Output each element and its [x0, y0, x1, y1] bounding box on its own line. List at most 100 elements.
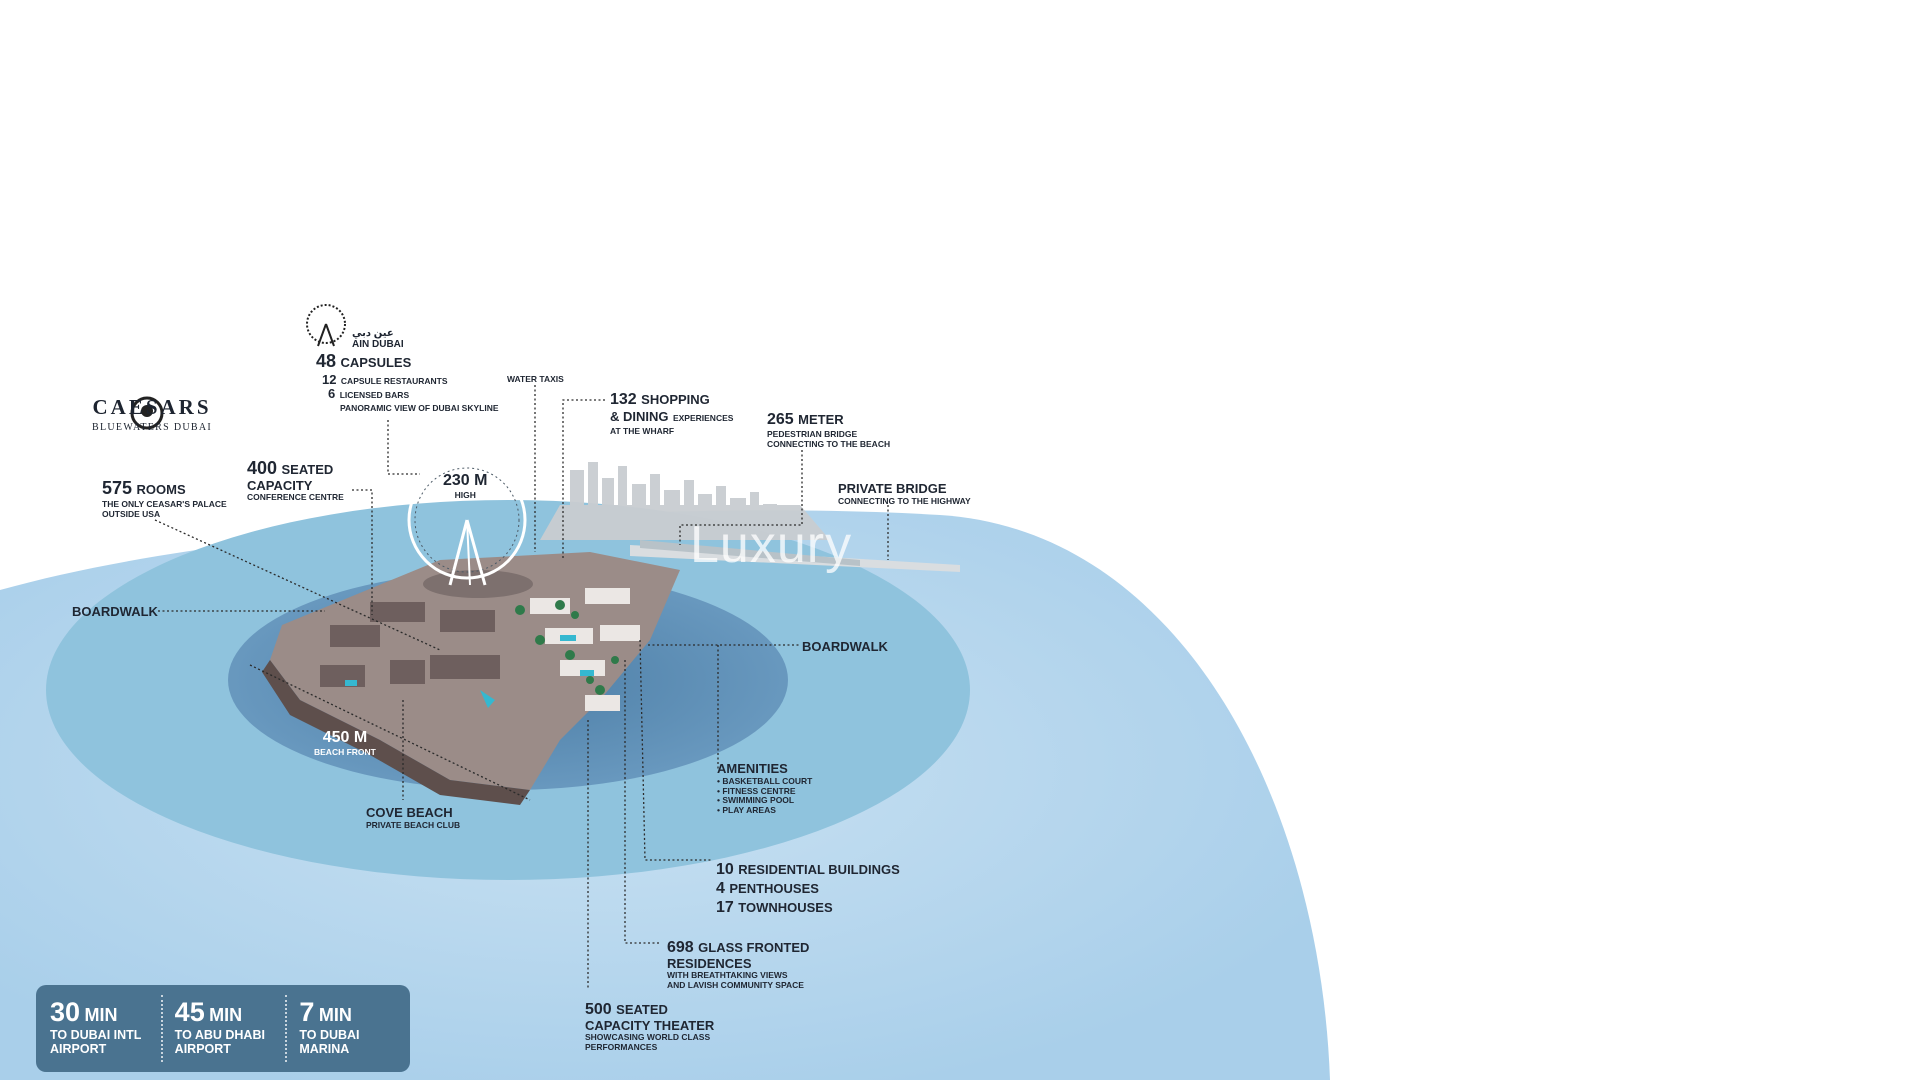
- bars-label: LICENSED BARS: [339, 390, 410, 400]
- penthouses-label: PENTHOUSES: [729, 881, 819, 897]
- bridge-length-number: 265: [767, 411, 794, 428]
- conference-sub: CONFERENCE CENTRE: [247, 492, 344, 503]
- watermark-text: Luxury: [690, 516, 853, 574]
- restaurants-label: CAPSULE RESTAURANTS: [340, 376, 448, 386]
- private-bridge-sub: CONNECTING TO THE HIGHWAY: [838, 495, 971, 506]
- boardwalk-left-label: BOARDWALK: [72, 604, 158, 619]
- wheel-height: 230 M HIGH: [443, 472, 488, 500]
- travel-time-line-2: MARINA: [299, 1041, 350, 1056]
- rooms-sub-2: OUTSIDE USA: [102, 508, 161, 519]
- conference-label-1: SEATED: [281, 462, 334, 477]
- travel-time-line-2: AIRPORT: [50, 1041, 107, 1056]
- theater-sub-1: SHOWCASING WORLD CLASS: [585, 1032, 711, 1043]
- island-cliff: [262, 660, 530, 805]
- restaurants-number: 12: [322, 372, 337, 387]
- amenity-item: • PLAY AREAS: [717, 805, 776, 816]
- shopping-label-2b: EXPERIENCES: [672, 412, 734, 423]
- bridge-length-label: METER: [798, 412, 844, 427]
- trees: [515, 600, 619, 695]
- residential-counts: 10 RESIDENTIAL BUILDINGS 4 PENTHOUSES 17…: [716, 860, 900, 918]
- glass-residences: 698 GLASS FRONTED RESIDENCES WITH BREATH…: [667, 939, 810, 991]
- buildings-number: 10: [716, 861, 734, 878]
- travel-time-line-1: TO ABU DHABI: [174, 1028, 265, 1042]
- residences-sub-2: AND LAVISH COMMUNITY SPACE: [667, 980, 804, 991]
- travel-time-airport-dubai: 30 MIN TO DUBAI INTL AIRPORT: [36, 985, 161, 1072]
- caesars-rooms: 575 ROOMS THE ONLY CEASAR'S PALACE OUTSI…: [102, 479, 227, 519]
- amenity-item: • BASKETBALL COURT: [717, 775, 813, 786]
- travel-time-unit: MIN: [84, 1005, 118, 1025]
- pedestrian-bridge: [640, 540, 860, 566]
- conference-label-2: CAPACITY: [247, 477, 313, 493]
- capsules-label: CAPSULES: [340, 355, 412, 370]
- residences-number: 698: [667, 939, 694, 956]
- amenity-item: • SWIMMING POOL: [717, 795, 795, 806]
- boardwalk-right-label: BOARDWALK: [802, 639, 888, 654]
- cove-beach-sub: PRIVATE BEACH CLUB: [366, 819, 461, 830]
- caesars-logo: CAESARS BLUEWATERS DUBAI: [92, 395, 212, 433]
- wheel-height-label: HIGH: [454, 489, 476, 500]
- shopping-label-2: & DINING: [610, 408, 669, 424]
- capsules-number: 48: [316, 351, 337, 371]
- ain-dubai-logo-text: عين دبي AIN DUBAI: [352, 328, 404, 350]
- amenities: AMENITIES • BASKETBALL COURT • FITNESS C…: [717, 762, 812, 815]
- city-skyline: [540, 462, 830, 540]
- theater-label-1: SEATED: [616, 1002, 668, 1017]
- ain-dubai-latin: AIN DUBAI: [352, 339, 404, 350]
- pedestrian-bridge-info: 265 METER PEDESTRIAN BRIDGE CONNECTING T…: [767, 411, 891, 449]
- leader-lines: [154, 385, 889, 990]
- travel-time-line-1: TO DUBAI INTL: [50, 1028, 142, 1042]
- conference-centre: 400 SEATED CAPACITY CONFERENCE CENTRE: [247, 459, 344, 502]
- water-taxis: WATER TAXIS: [507, 374, 564, 384]
- travel-time-line-1: TO DUBAI: [299, 1028, 360, 1042]
- boardwalk-right: BOARDWALK: [802, 639, 888, 656]
- shopping-label-1: SHOPPING: [641, 392, 710, 407]
- townhouses-label: TOWNHOUSES: [738, 900, 833, 916]
- amenities-title: AMENITIES: [717, 761, 788, 776]
- travel-time-unit: MIN: [209, 1005, 243, 1025]
- penthouses-number: 4: [716, 880, 725, 898]
- theater-label-2: CAPACITY THEATER: [585, 1017, 715, 1033]
- caesars-laurel-icon: [130, 396, 164, 430]
- cove-beach-label: COVE BEACH: [366, 805, 453, 820]
- ain-dubai-restaurants: 12 CAPSULE RESTAURANTS: [322, 372, 448, 389]
- theater: 500 SEATED CAPACITY THEATER SHOWCASING W…: [585, 1001, 715, 1053]
- wheel-height-number: 230 M: [443, 472, 488, 489]
- travel-time-number: 30: [50, 997, 81, 1027]
- skyline-label: PANORAMIC VIEW OF DUBAI SKYLINE: [340, 402, 499, 413]
- rooms-sub-1: THE ONLY CEASAR'S PALACE: [102, 498, 227, 509]
- buildings-label: RESIDENTIAL BUILDINGS: [738, 862, 900, 877]
- travel-time-unit: MIN: [318, 1005, 352, 1025]
- travel-time-marina: 7 MIN TO DUBAI MARINA: [285, 985, 410, 1072]
- caesars-brand-sub: BLUEWATERS DUBAI: [92, 422, 212, 433]
- conference-number: 400: [247, 458, 278, 478]
- beach-front: 450 M BEACH FRONT: [314, 729, 376, 757]
- ain-dubai-capsules: 48 CAPSULES: [316, 352, 411, 372]
- shopping-sub: AT THE WHARF: [610, 425, 675, 436]
- pools: [345, 635, 594, 708]
- travel-time-airport-abu-dhabi: 45 MIN TO ABU DHABI AIRPORT: [160, 985, 286, 1072]
- shopping-number: 132: [610, 391, 637, 408]
- bridge-sub-2: CONNECTING TO THE BEACH: [767, 438, 891, 449]
- residences-label-1: GLASS FRONTED: [698, 940, 810, 955]
- travel-time-number: 45: [174, 997, 205, 1027]
- water-taxis-label: WATER TAXIS: [507, 374, 564, 384]
- residences-label-2: RESIDENCES: [667, 955, 752, 971]
- residences-sub-1: WITH BREATHTAKING VIEWS: [667, 970, 788, 981]
- private-bridge-label: PRIVATE BRIDGE: [838, 481, 947, 496]
- boardwalk-left: BOARDWALK: [72, 604, 158, 621]
- beach-front-sub: BEACH FRONT: [314, 746, 376, 757]
- theater-sub-2: PERFORMANCES: [585, 1042, 658, 1053]
- rooms-label: ROOMS: [136, 482, 186, 497]
- ain-dubai-bars: 6 LICENSED BARS PANORAMIC VIEW OF DUBAI …: [328, 386, 499, 413]
- ain-dubai-wheel: [407, 460, 533, 598]
- bridge-sub-1: PEDESTRIAN BRIDGE: [767, 428, 858, 439]
- travel-times-panel: 30 MIN TO DUBAI INTL AIRPORT 45 MIN TO A…: [36, 985, 410, 1072]
- ain-dubai-logo-icon: [306, 304, 346, 347]
- caesars-brand: CAESARS: [92, 395, 212, 419]
- shopping-dining: 132 SHOPPING & DINING EXPERIENCES AT THE…: [610, 391, 734, 436]
- rooms-number: 575: [102, 478, 133, 498]
- ain-dubai-arabic: عين دبي: [352, 328, 394, 339]
- travel-time-line-2: AIRPORT: [174, 1041, 231, 1056]
- townhouses-number: 17: [716, 899, 734, 917]
